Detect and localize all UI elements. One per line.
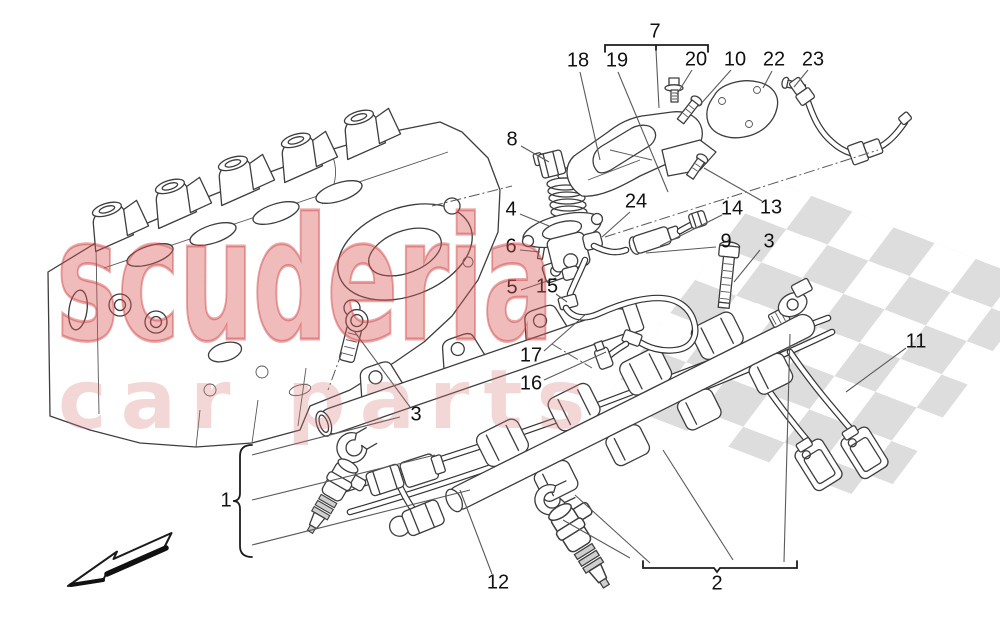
callout-3-sensor[interactable]: 3 xyxy=(763,230,775,253)
callout-5[interactable]: 5 xyxy=(506,276,518,299)
bracket-7 xyxy=(604,44,709,53)
leader-line xyxy=(662,449,734,561)
center-line xyxy=(431,185,513,207)
leader-line xyxy=(703,167,763,202)
callout-18[interactable]: 18 xyxy=(566,49,590,72)
callout-24[interactable]: 24 xyxy=(624,190,648,213)
callout-2[interactable]: 2 xyxy=(711,572,723,595)
callout-23[interactable]: 23 xyxy=(801,48,825,71)
callout-3-rail[interactable]: 3 xyxy=(410,403,422,426)
leader-line xyxy=(574,494,651,564)
bolt-13 xyxy=(685,153,709,180)
callout-15[interactable]: 15 xyxy=(535,275,559,298)
leader-line xyxy=(251,416,401,456)
harness-branch-connector xyxy=(399,453,446,488)
leader-line xyxy=(543,351,607,381)
pressure-sensor xyxy=(767,277,813,328)
brace-1 xyxy=(232,444,253,558)
callout-brackets xyxy=(232,44,798,574)
callout-1[interactable]: 1 xyxy=(220,489,232,512)
callout-6[interactable]: 6 xyxy=(505,235,517,258)
fuel-rail-upper xyxy=(315,236,645,437)
harness-junction-connector xyxy=(388,499,445,537)
fuel-injector xyxy=(543,491,631,595)
callout-12[interactable]: 12 xyxy=(486,571,510,594)
callout-13[interactable]: 13 xyxy=(759,196,783,219)
leader-line xyxy=(251,489,471,546)
leader-line xyxy=(698,69,732,107)
callout-22[interactable]: 22 xyxy=(762,48,786,71)
fuel-hose xyxy=(788,76,912,166)
leader-line xyxy=(579,71,601,161)
leader-line xyxy=(555,293,568,303)
axis-lines xyxy=(327,149,879,391)
callout-20[interactable]: 20 xyxy=(684,48,708,71)
leader-line xyxy=(251,454,436,501)
center-line xyxy=(551,343,593,369)
leader-line xyxy=(645,246,717,254)
center-line xyxy=(327,351,343,391)
direction-arrow xyxy=(67,532,173,587)
leader-line xyxy=(655,49,660,109)
callout-9[interactable]: 9 xyxy=(720,230,732,253)
bolt-3 xyxy=(717,241,741,309)
harness-connector xyxy=(834,419,891,482)
leader-line xyxy=(783,333,791,563)
leader-line xyxy=(562,519,631,559)
leader-line xyxy=(520,145,550,163)
callout-19[interactable]: 19 xyxy=(605,49,629,72)
leader-line xyxy=(793,69,809,88)
center-line xyxy=(604,149,879,238)
leader-line xyxy=(520,277,557,291)
bolt-10 xyxy=(676,95,703,125)
leader-line xyxy=(601,211,631,238)
leader-lines xyxy=(251,49,907,575)
callout-14[interactable]: 14 xyxy=(720,197,744,220)
callout-4[interactable]: 4 xyxy=(505,198,517,221)
leader-line xyxy=(353,330,411,408)
callout-10[interactable]: 10 xyxy=(723,48,747,71)
callout-16[interactable]: 16 xyxy=(519,372,543,395)
harness-branch-connector xyxy=(365,463,405,497)
bolt-20 xyxy=(664,77,684,103)
leader-line xyxy=(676,69,693,95)
high-pressure-pipe xyxy=(557,256,699,370)
harness-connector xyxy=(788,431,845,494)
callout-17[interactable]: 17 xyxy=(519,344,543,367)
leader-line xyxy=(459,489,493,575)
callout-11[interactable]: 11 xyxy=(905,330,927,353)
pump-outlet-pipe xyxy=(590,210,708,256)
callout-7[interactable]: 7 xyxy=(649,20,661,43)
callout-8[interactable]: 8 xyxy=(506,128,518,151)
leader-line xyxy=(543,313,587,352)
bracket-2 xyxy=(642,560,798,574)
leader-line xyxy=(733,249,761,283)
fuel-pump-assembly xyxy=(521,76,912,370)
leader-line xyxy=(762,70,773,89)
leader-line xyxy=(659,214,723,247)
leader-line xyxy=(617,71,669,193)
leader-line xyxy=(519,249,541,253)
leader-line xyxy=(845,347,907,393)
leader-line xyxy=(519,213,550,227)
